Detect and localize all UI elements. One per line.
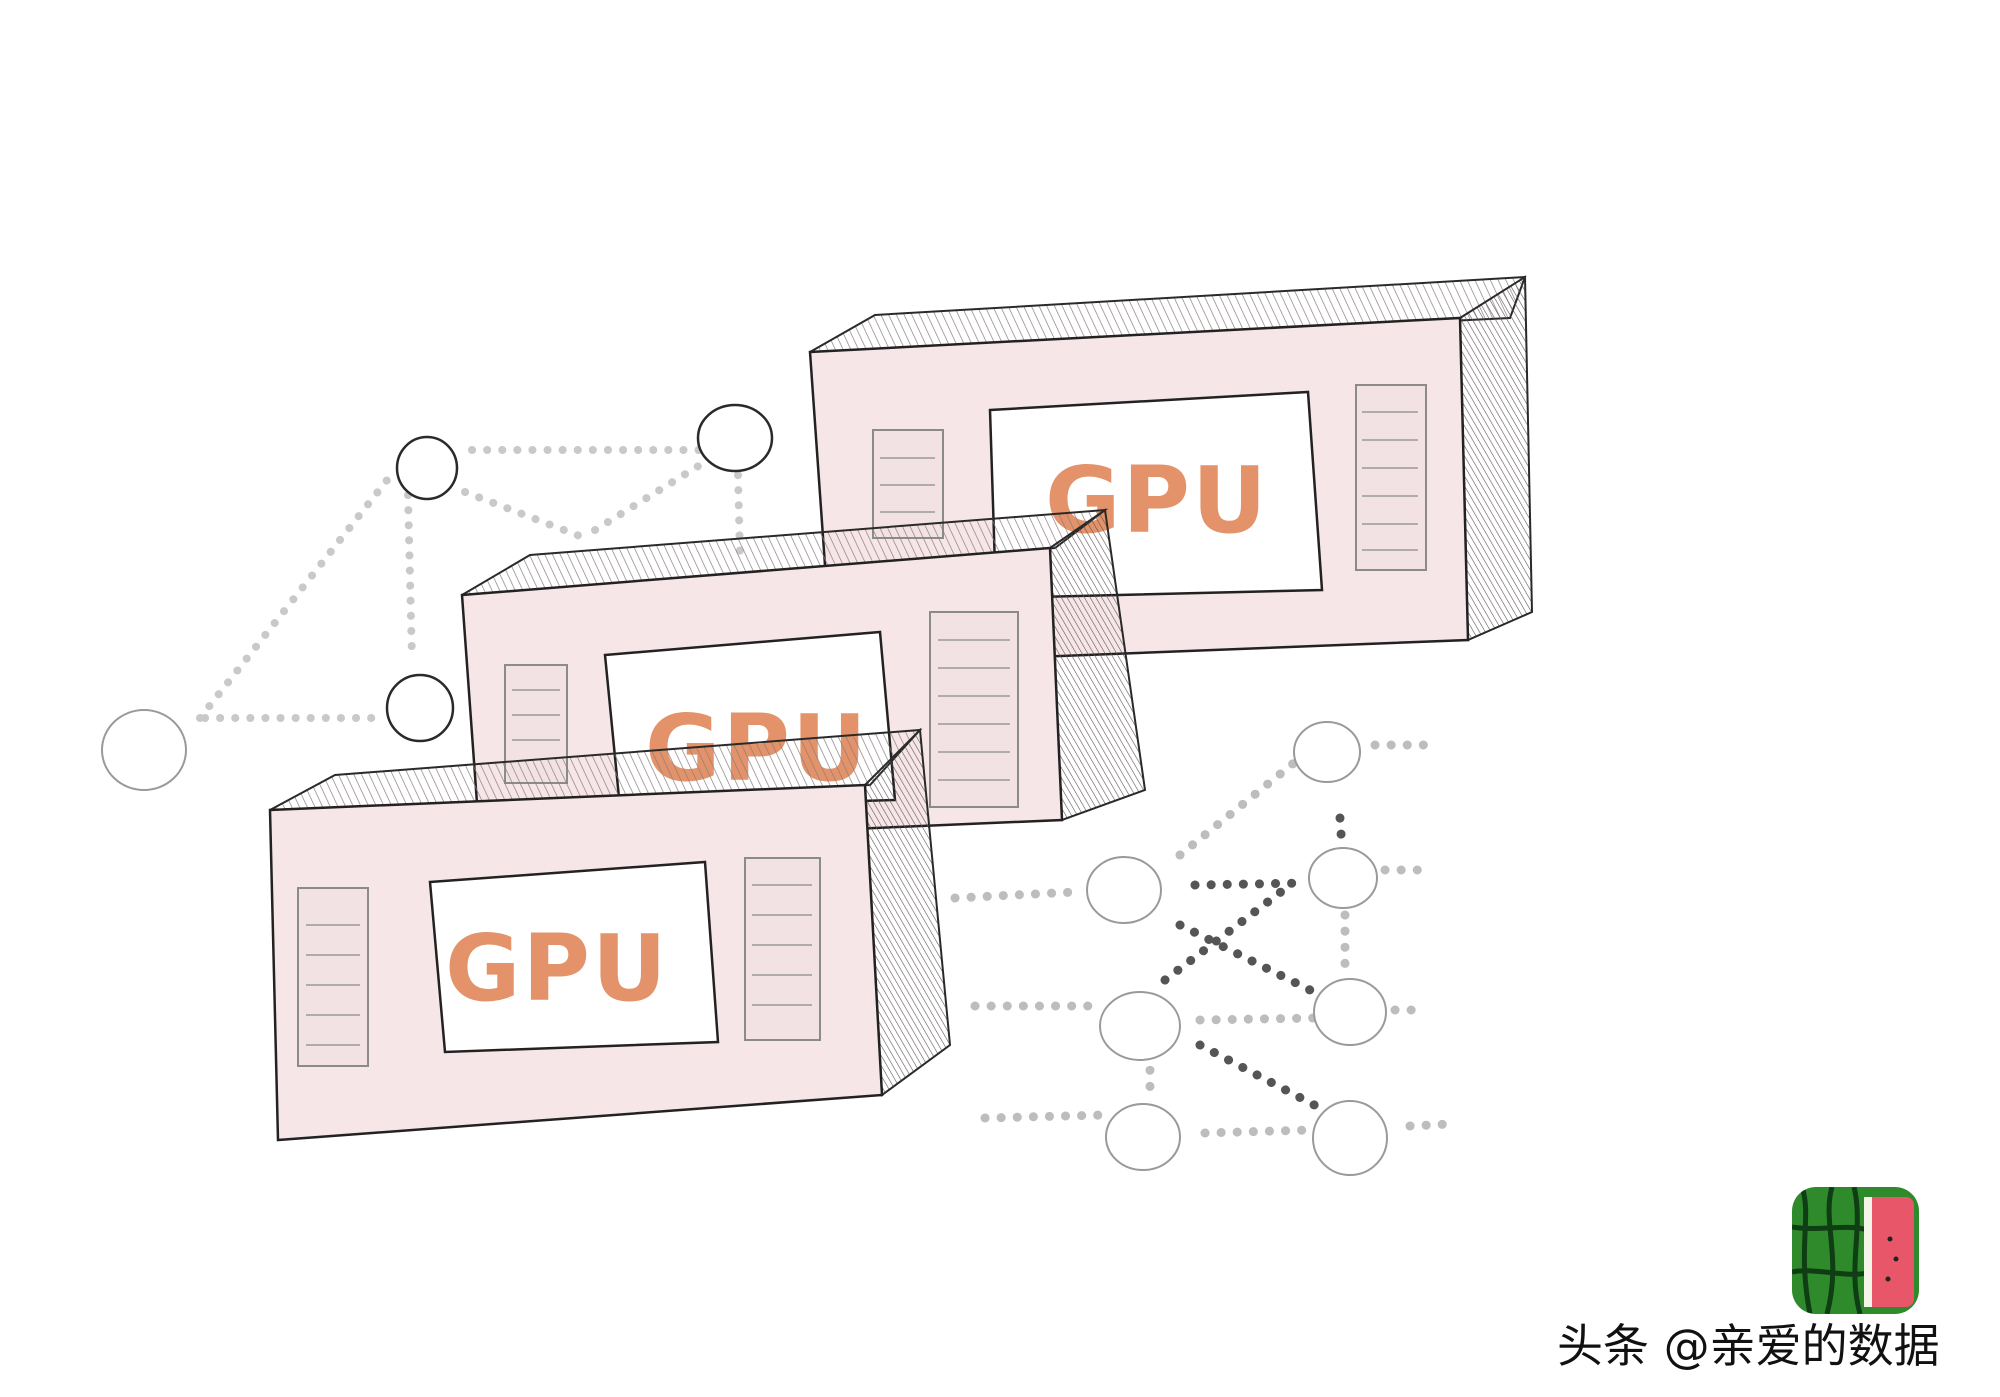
network-node	[395, 435, 459, 501]
watermark-text: 头条 @亲爱的数据	[1557, 1319, 1940, 1373]
network-node	[1086, 856, 1162, 924]
watermelon-logo-icon	[1792, 1187, 1919, 1314]
network-node	[1293, 721, 1361, 783]
network-node	[101, 709, 187, 791]
network-node	[1313, 978, 1387, 1046]
left-network	[101, 403, 774, 791]
network-node	[696, 403, 774, 473]
network-node	[1308, 847, 1378, 909]
gpu-label: GPU	[445, 915, 669, 1022]
gpu-card-front: GPU	[268, 727, 952, 1142]
network-node	[1099, 991, 1181, 1061]
network-node	[385, 673, 455, 743]
right-network	[950, 721, 1455, 1176]
network-node	[1312, 1100, 1388, 1176]
network-node	[1105, 1103, 1181, 1171]
